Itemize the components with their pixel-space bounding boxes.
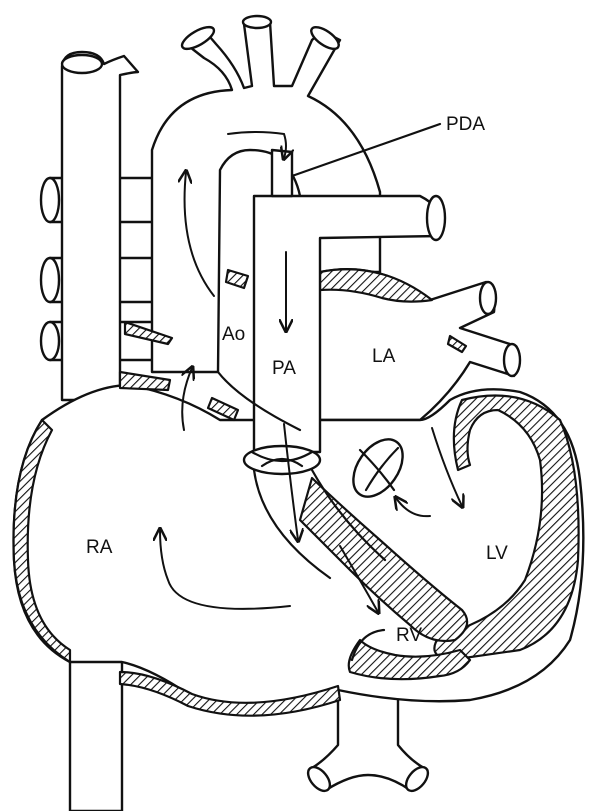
label-la: LA xyxy=(372,346,396,367)
aortic-arch xyxy=(150,14,382,374)
flow-arrows xyxy=(160,131,462,612)
label-pa: PA xyxy=(272,358,296,379)
superior-vena-cava xyxy=(60,50,140,402)
aortic-valve xyxy=(352,438,404,498)
rv-outflow-lines xyxy=(252,468,387,662)
label-pda: PDA xyxy=(446,114,485,135)
pulmonary-valve xyxy=(242,444,322,476)
aortic-root-line xyxy=(216,370,302,432)
septum-hatching xyxy=(118,268,468,422)
pda-pointer xyxy=(290,122,442,178)
descending-aorta-bottom xyxy=(306,678,430,793)
label-rv: RV xyxy=(396,625,422,646)
label-ra: RA xyxy=(86,537,113,558)
ductus-arteriosus xyxy=(270,148,294,198)
label-ao: Ao xyxy=(222,324,245,345)
label-lv: LV xyxy=(486,543,508,564)
pulmonary-artery xyxy=(252,194,447,454)
